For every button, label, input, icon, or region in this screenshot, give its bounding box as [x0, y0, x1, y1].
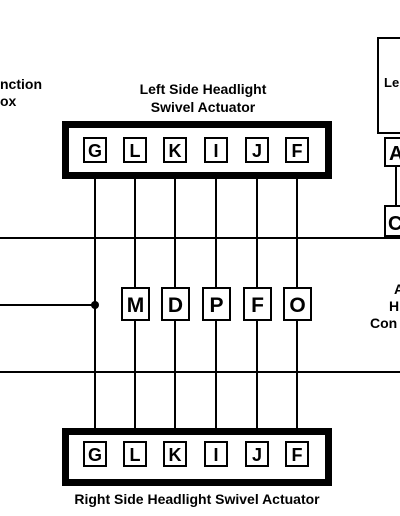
pin-box [245, 441, 269, 467]
pin-label: F [292, 445, 303, 465]
pin-label: K [169, 445, 182, 465]
pin-box [283, 287, 312, 321]
pin-label: F [251, 294, 264, 317]
pin-label: K [169, 141, 182, 161]
pin-box [285, 137, 309, 163]
pin-box [245, 137, 269, 163]
pin-label: J [252, 445, 262, 465]
left-actuator-pins: G L K I J F [83, 137, 309, 163]
right-module-pin-c: C [388, 213, 400, 235]
pin-label: F [292, 141, 303, 161]
pin-label: M [127, 294, 145, 317]
pin-box [83, 137, 107, 163]
pin-box [243, 287, 272, 321]
pin-label: I [213, 141, 218, 161]
right-actuator-connector [62, 428, 332, 486]
pin-box [285, 441, 309, 467]
pin-label: D [168, 294, 183, 317]
right-module-pin-a: A [389, 143, 400, 165]
junction-box-label-line1: nction [0, 76, 42, 92]
pin-label: P [209, 294, 223, 317]
pin-label: L [130, 445, 141, 465]
pin-label: L [130, 141, 141, 161]
right-module-label: Le [384, 75, 399, 90]
pin-label: O [289, 294, 305, 317]
right-actuator-pins: G L K I J F [83, 441, 309, 467]
left-actuator-title-line1: Left Side Headlight [140, 81, 267, 97]
right-module-pin-c-box [384, 205, 400, 237]
pin-box [83, 441, 107, 467]
inline-connector-pins: M D P F O [121, 287, 312, 321]
pin-box [163, 137, 187, 163]
pin-box [202, 287, 231, 321]
pin-box [204, 441, 228, 467]
right-connector-label-line2: H [389, 298, 399, 314]
pin-box [161, 287, 190, 321]
left-actuator-title-line2: Swivel Actuator [151, 99, 256, 115]
pin-label: G [88, 141, 102, 161]
pin-label: J [252, 141, 262, 161]
pin-label: G [88, 445, 102, 465]
pin-box [123, 137, 147, 163]
pin-box [204, 137, 228, 163]
pin-box [163, 441, 187, 467]
pin-box [123, 441, 147, 467]
right-module-box [377, 37, 400, 134]
left-actuator-connector [62, 121, 332, 179]
pin-label: I [213, 445, 218, 465]
pin-box [121, 287, 150, 321]
right-connector-label-line3: Con [370, 315, 397, 331]
right-actuator-title: Right Side Headlight Swivel Actuator [74, 491, 320, 507]
junction-box-label-line2: ox [0, 93, 17, 109]
right-connector-label-line1: A [394, 281, 400, 297]
